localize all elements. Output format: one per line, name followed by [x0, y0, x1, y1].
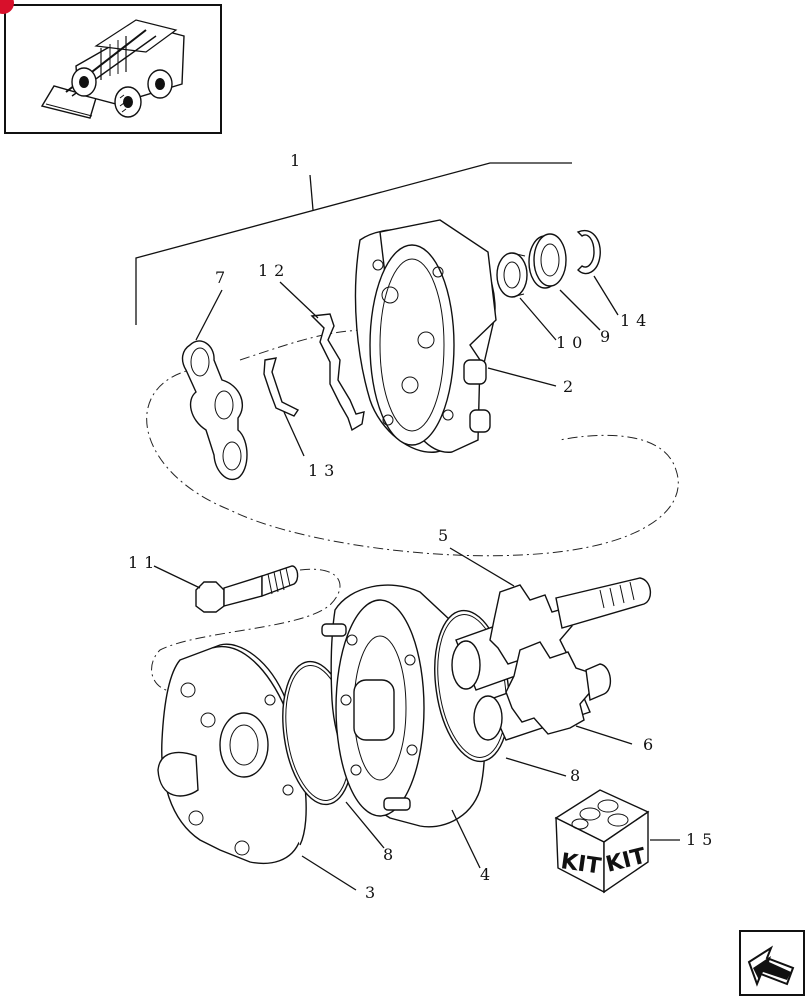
bolt-part-11[interactable] — [195, 565, 299, 613]
callout-12: 12 — [258, 261, 290, 280]
wire-seal-part-12[interactable] — [310, 313, 365, 432]
front-plate-part-2[interactable] — [354, 219, 497, 453]
callout-14: 14 — [620, 311, 652, 330]
machine-thumbnail[interactable] — [4, 4, 222, 134]
driven-gear-part-6[interactable] — [473, 641, 611, 741]
gasket-part-7[interactable] — [181, 340, 248, 481]
kit-label-left: KIT — [559, 849, 602, 879]
assembly-bracket — [135, 162, 572, 325]
spring-clip-part-13[interactable] — [263, 357, 300, 417]
callout-8-left: 8 — [383, 845, 399, 864]
seal-part-10[interactable] — [496, 252, 528, 298]
callout-15: 15 — [686, 830, 718, 849]
repair-kit-part-15[interactable]: KIT KIT — [554, 789, 650, 894]
leader-lines — [153, 275, 680, 891]
callout-8-right: 8 — [570, 766, 586, 785]
callout-5: 5 — [438, 526, 454, 545]
bearing-part-9[interactable] — [528, 233, 567, 289]
callout-2: 2 — [563, 377, 579, 396]
callout-4: 4 — [480, 865, 496, 884]
callout-11: 11 — [128, 553, 160, 572]
drive-gear-part-5[interactable] — [451, 577, 651, 691]
callouts: 1 2 3 4 5 6 7 8 8 9 10 11 12 13 14 15 — [128, 151, 718, 902]
callout-10: 10 — [556, 333, 588, 352]
callout-7: 7 — [215, 268, 231, 287]
corner-badge — [0, 0, 14, 14]
return-button[interactable] — [739, 930, 805, 996]
callout-6: 6 — [643, 735, 659, 754]
callout-3: 3 — [365, 883, 381, 902]
snap-ring-part-14[interactable] — [576, 229, 601, 275]
callout-9: 9 — [600, 327, 616, 346]
callout-1: 1 — [290, 151, 306, 170]
return-arrow-icon — [747, 945, 795, 987]
skid-steer-loader-icon — [40, 19, 185, 119]
rear-housing-part-3[interactable] — [157, 643, 307, 865]
callout-13: 13 — [308, 461, 340, 480]
